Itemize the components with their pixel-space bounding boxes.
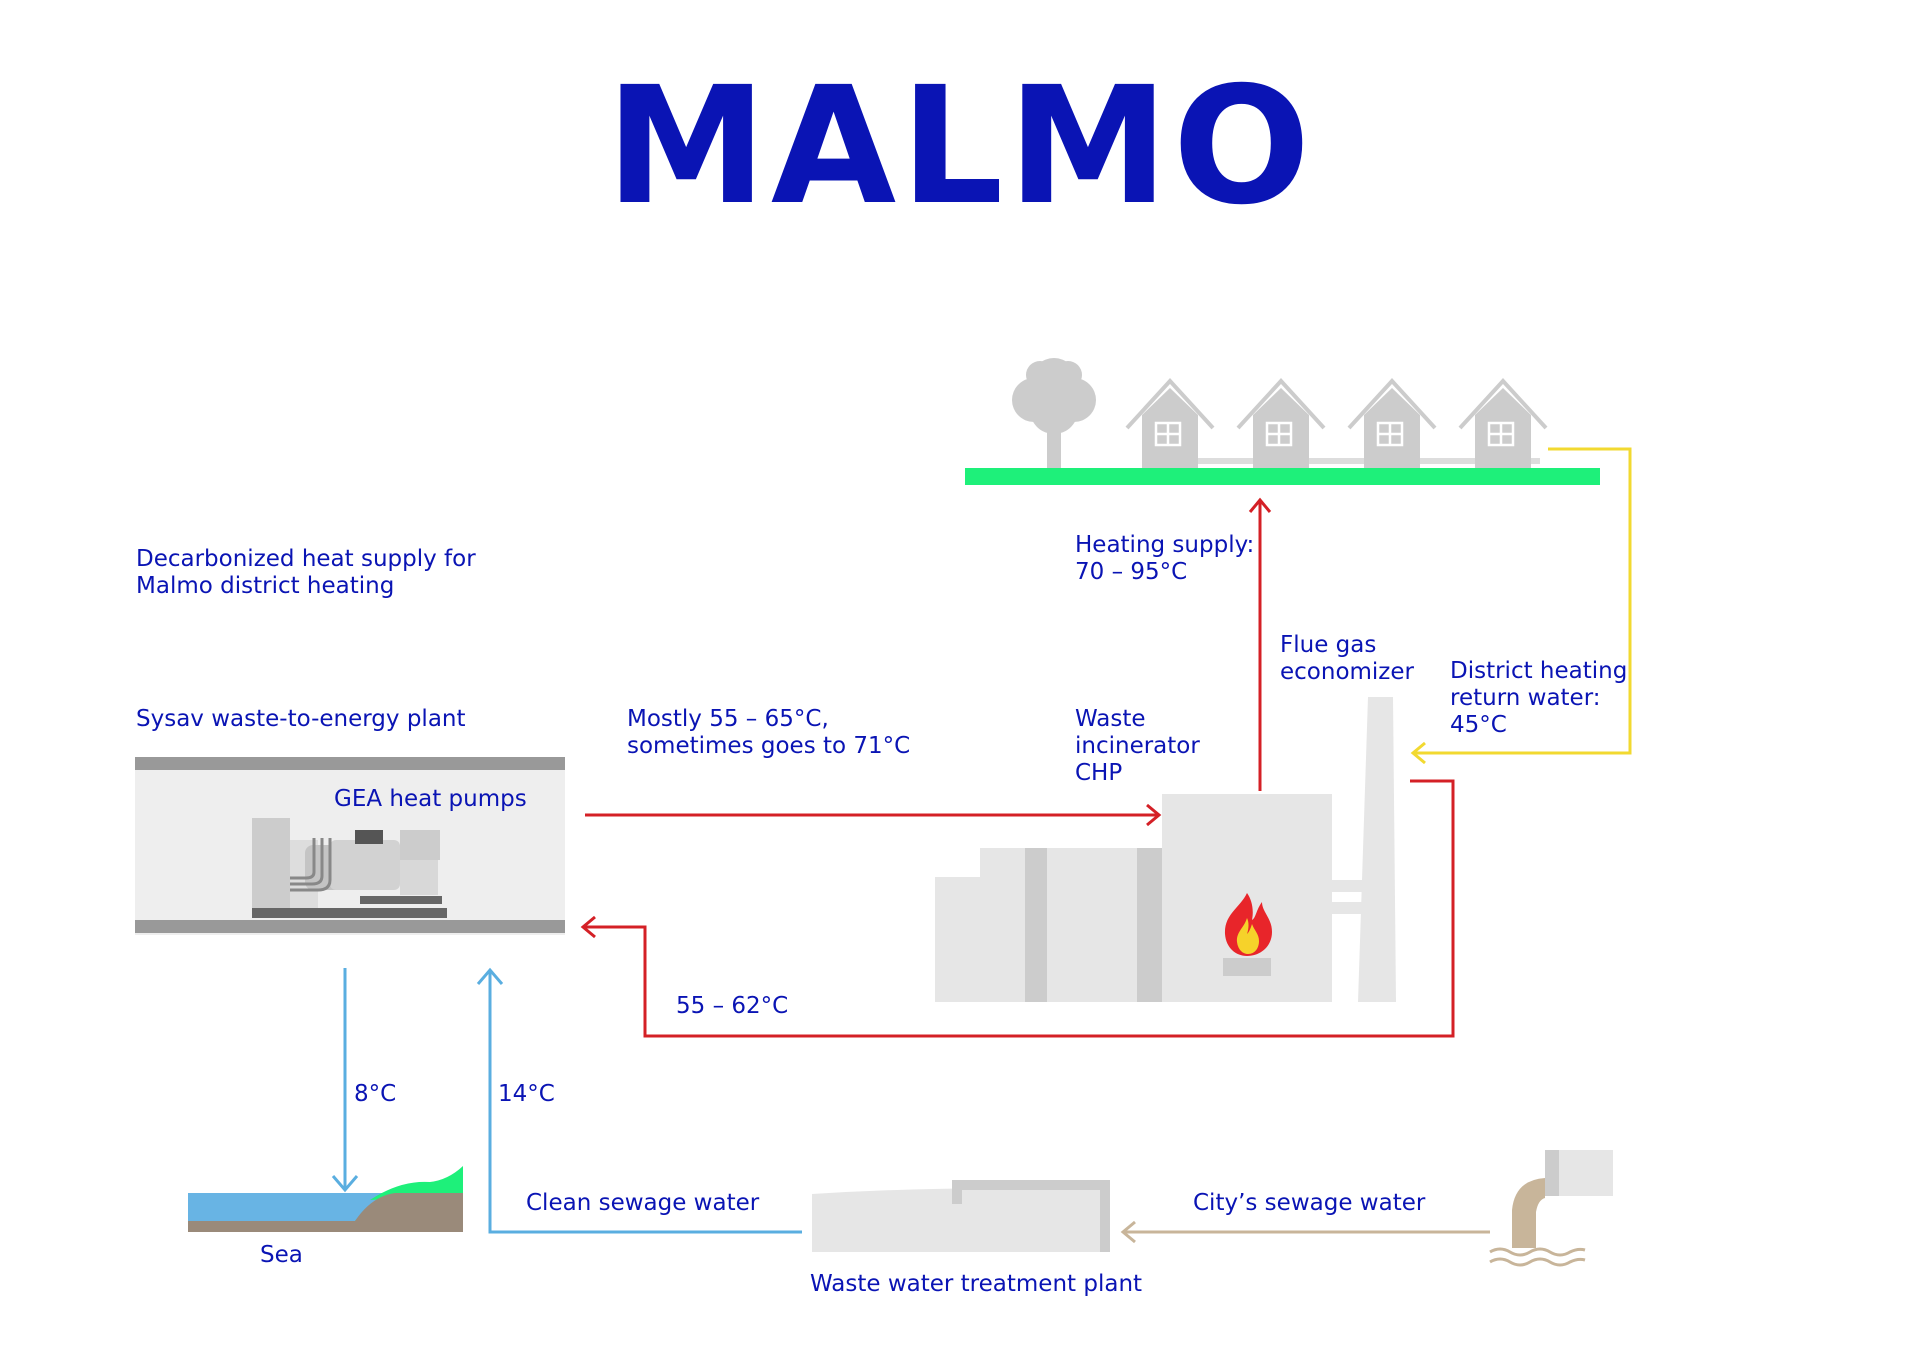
clean-water-label: Clean sewage water — [526, 1190, 760, 1216]
from-wwtp-temp-label: 14°C — [498, 1081, 555, 1107]
page-title: MALMO — [605, 53, 1315, 241]
incinerator-line-2: incinerator — [1075, 733, 1200, 759]
sea-graphic — [188, 1166, 463, 1232]
incinerator-plant — [935, 697, 1396, 1002]
fire-icon — [1223, 893, 1272, 976]
return-water-line-1: District heating — [1450, 658, 1628, 684]
to-sea-temp-label: 8°C — [354, 1081, 397, 1107]
from-wwtp-flow — [488, 972, 802, 1234]
return-water-label: District heating return water: 45°C — [1450, 658, 1627, 739]
grass-strip — [965, 468, 1600, 485]
from-wwtp-arrow — [476, 967, 504, 985]
houses — [1125, 378, 1548, 468]
city-sewage-arrow — [1120, 1220, 1136, 1244]
intro-line-2: Malmo district heating — [136, 573, 395, 599]
flow-to-chp-arrow — [1146, 803, 1162, 827]
heat-pumps-label: GEA heat pumps — [334, 786, 527, 812]
flow-back-arrow — [580, 915, 596, 939]
return-water-line-2: return water: — [1450, 685, 1601, 711]
economizer-line-1: Flue gas — [1280, 632, 1377, 658]
heating-supply-label: Heating supply: 70 – 95°C — [1075, 532, 1254, 586]
wwtp-label: Waste water treatment plant — [810, 1271, 1143, 1297]
heat-pump-building — [135, 757, 565, 935]
heating-supply-line-1: Heating supply: — [1075, 532, 1255, 558]
sewage-pipe-icon — [1489, 1150, 1613, 1267]
to-sea-arrow — [331, 1175, 359, 1193]
heat-pump-machine-icon — [252, 818, 447, 918]
incinerator-line-1: Waste — [1075, 706, 1146, 732]
chimney — [1358, 697, 1396, 1002]
return-water-arrow — [1410, 741, 1426, 765]
flows — [331, 447, 1632, 1244]
incinerator-label: Waste incinerator CHP — [1075, 706, 1200, 787]
heating-supply-line-2: 70 – 95°C — [1075, 559, 1188, 585]
wwtp-graphic — [812, 1180, 1110, 1252]
intro-line-1: Decarbonized heat supply for — [136, 546, 476, 572]
return-water-flow — [1415, 447, 1632, 755]
return-water-line-3: 45°C — [1450, 712, 1507, 738]
flow-to-chp-line-1: Mostly 55 – 65°C, — [627, 706, 829, 732]
incinerator-line-3: CHP — [1075, 760, 1123, 786]
heating-supply-arrow — [1248, 497, 1272, 513]
intro-text: Decarbonized heat supply for Malmo distr… — [136, 546, 476, 600]
house-icon — [1347, 378, 1437, 468]
tree-icon — [1012, 358, 1096, 470]
flow-to-chp-label: Mostly 55 – 65°C, sometimes goes to 71°C — [627, 706, 910, 760]
city-water-label: City’s sewage water — [1193, 1190, 1426, 1216]
neighborhood — [965, 358, 1600, 485]
flow-back-label: 55 – 62°C — [676, 993, 789, 1019]
economizer-label: Flue gas economizer — [1280, 632, 1414, 686]
flow-to-chp-line-2: sometimes goes to 71°C — [627, 733, 911, 759]
flow-back — [585, 779, 1455, 1038]
sea-label: Sea — [260, 1242, 303, 1268]
house-icon — [1458, 378, 1548, 468]
economizer-line-2: economizer — [1280, 659, 1414, 685]
plant-name: Sysav waste-to-energy plant — [136, 706, 466, 732]
house-icon — [1236, 378, 1326, 468]
house-icon — [1125, 378, 1215, 468]
